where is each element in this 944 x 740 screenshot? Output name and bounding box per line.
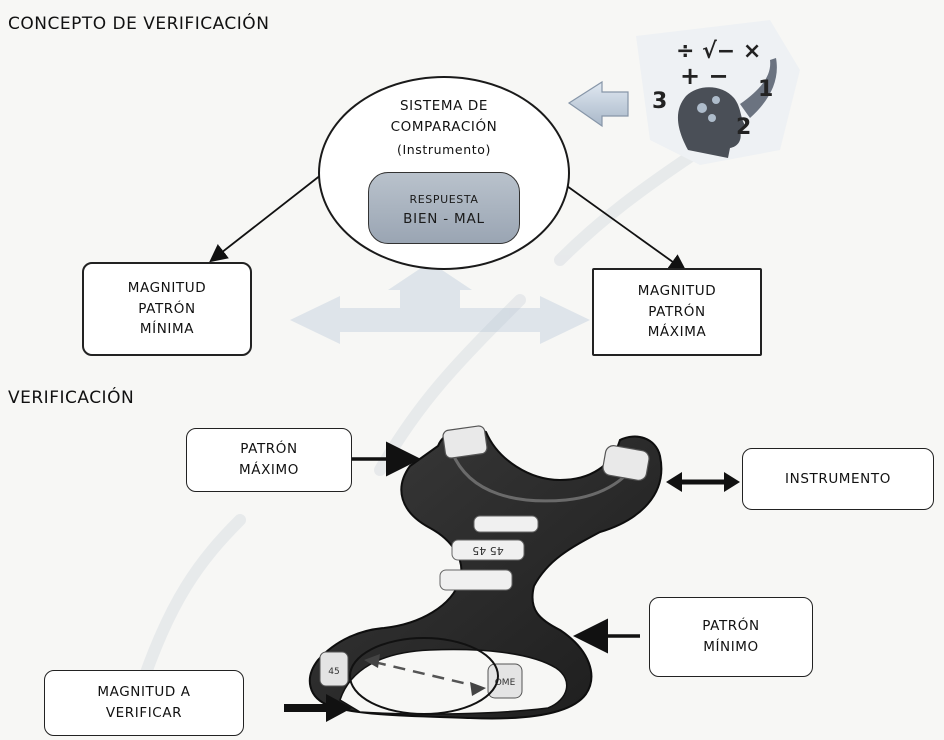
box-line: MAGNITUD <box>637 282 717 299</box>
box-line: PATRÓN <box>138 300 196 317</box>
response-box: RESPUESTA BIEN - MAL <box>368 172 520 244</box>
box-line: PATRÓN <box>648 303 706 320</box>
box-line: PATRÓN <box>240 441 298 458</box>
magnitude-box: MAGNITUD A VERIFICAR <box>44 670 244 736</box>
instrument-box: INSTRUMENTO <box>742 448 934 510</box>
box-line: MAGNITUD A <box>97 684 191 701</box>
box-line: INSTRUMENTO <box>785 470 891 487</box>
box-line: MAGNITUD <box>127 279 207 296</box>
box-line: MÁXIMA <box>647 324 707 341</box>
snap-gauge: 45 45 45 OME <box>309 425 663 720</box>
gauge-left-label: 45 <box>328 667 339 677</box>
arrow-magnitude-icon <box>284 694 352 722</box>
gauge-right-label: OME <box>495 678 516 688</box>
pattern-max-box: PATRÓN MÁXIMO <box>186 428 352 492</box>
box-line: PATRÓN <box>702 618 760 635</box>
math-symbols-mid: + − <box>680 62 729 90</box>
pattern-min-box: PATRÓN MÍNIMO <box>649 597 813 677</box>
arrow-to-max <box>559 180 687 273</box>
comparison-system-circle: SISTEMA DE COMPARACIÓN (Instrumento) RES… <box>318 76 570 270</box>
concept-heading: CONCEPTO DE VERIFICACIÓN <box>8 14 270 34</box>
verification-heading: VERIFICACIÓN <box>8 388 135 408</box>
gauge-center-label: 45 45 <box>472 544 504 557</box>
system-title-line2: COMPARACIÓN <box>390 119 498 135</box>
box-line: MÁXIMO <box>239 462 299 478</box>
response-values: BIEN - MAL <box>403 211 485 227</box>
input-arrow-icon <box>567 80 629 128</box>
box-line: VERIFICAR <box>105 705 183 721</box>
brain-head-icon: ÷ √− × + − 3 1 2 <box>636 20 800 165</box>
arrow-to-min <box>209 170 327 263</box>
math-symbols-top: ÷ √− × <box>676 39 761 64</box>
brain-number-3: 3 <box>652 89 667 114</box>
system-title-line1: SISTEMA DE <box>400 98 488 114</box>
brain-number-1: 1 <box>758 77 773 102</box>
system-subtitle: (Instrumento) <box>397 142 491 157</box>
brain-number-2: 2 <box>736 115 751 140</box>
box-line: MÍNIMO <box>703 639 759 655</box>
response-label: RESPUESTA <box>409 193 479 206</box>
double-arrow-instrument-icon <box>666 472 740 492</box>
min-pattern-box: MAGNITUD PATRÓN MÍNIMA <box>82 262 252 356</box>
watermark-double-arrow-icon <box>290 262 590 344</box>
max-pattern-box: MAGNITUD PATRÓN MÁXIMA <box>592 268 762 356</box>
box-line: MÍNIMA <box>139 321 195 338</box>
